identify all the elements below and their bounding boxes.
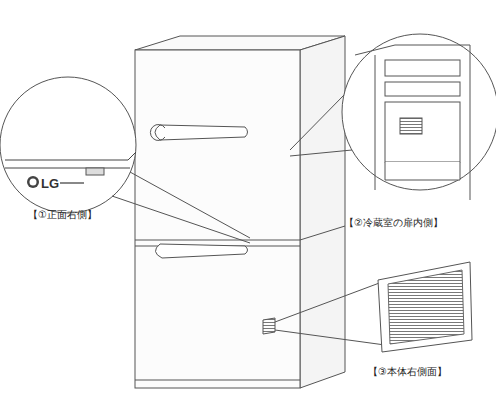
callout-label: 【②冷蔵室の扉内側】 xyxy=(344,217,443,229)
brand-logo: LG xyxy=(41,176,59,192)
callout-label: 【①正面右側】 xyxy=(28,209,97,221)
callout-label: 【③本体右側面】 xyxy=(368,366,447,378)
